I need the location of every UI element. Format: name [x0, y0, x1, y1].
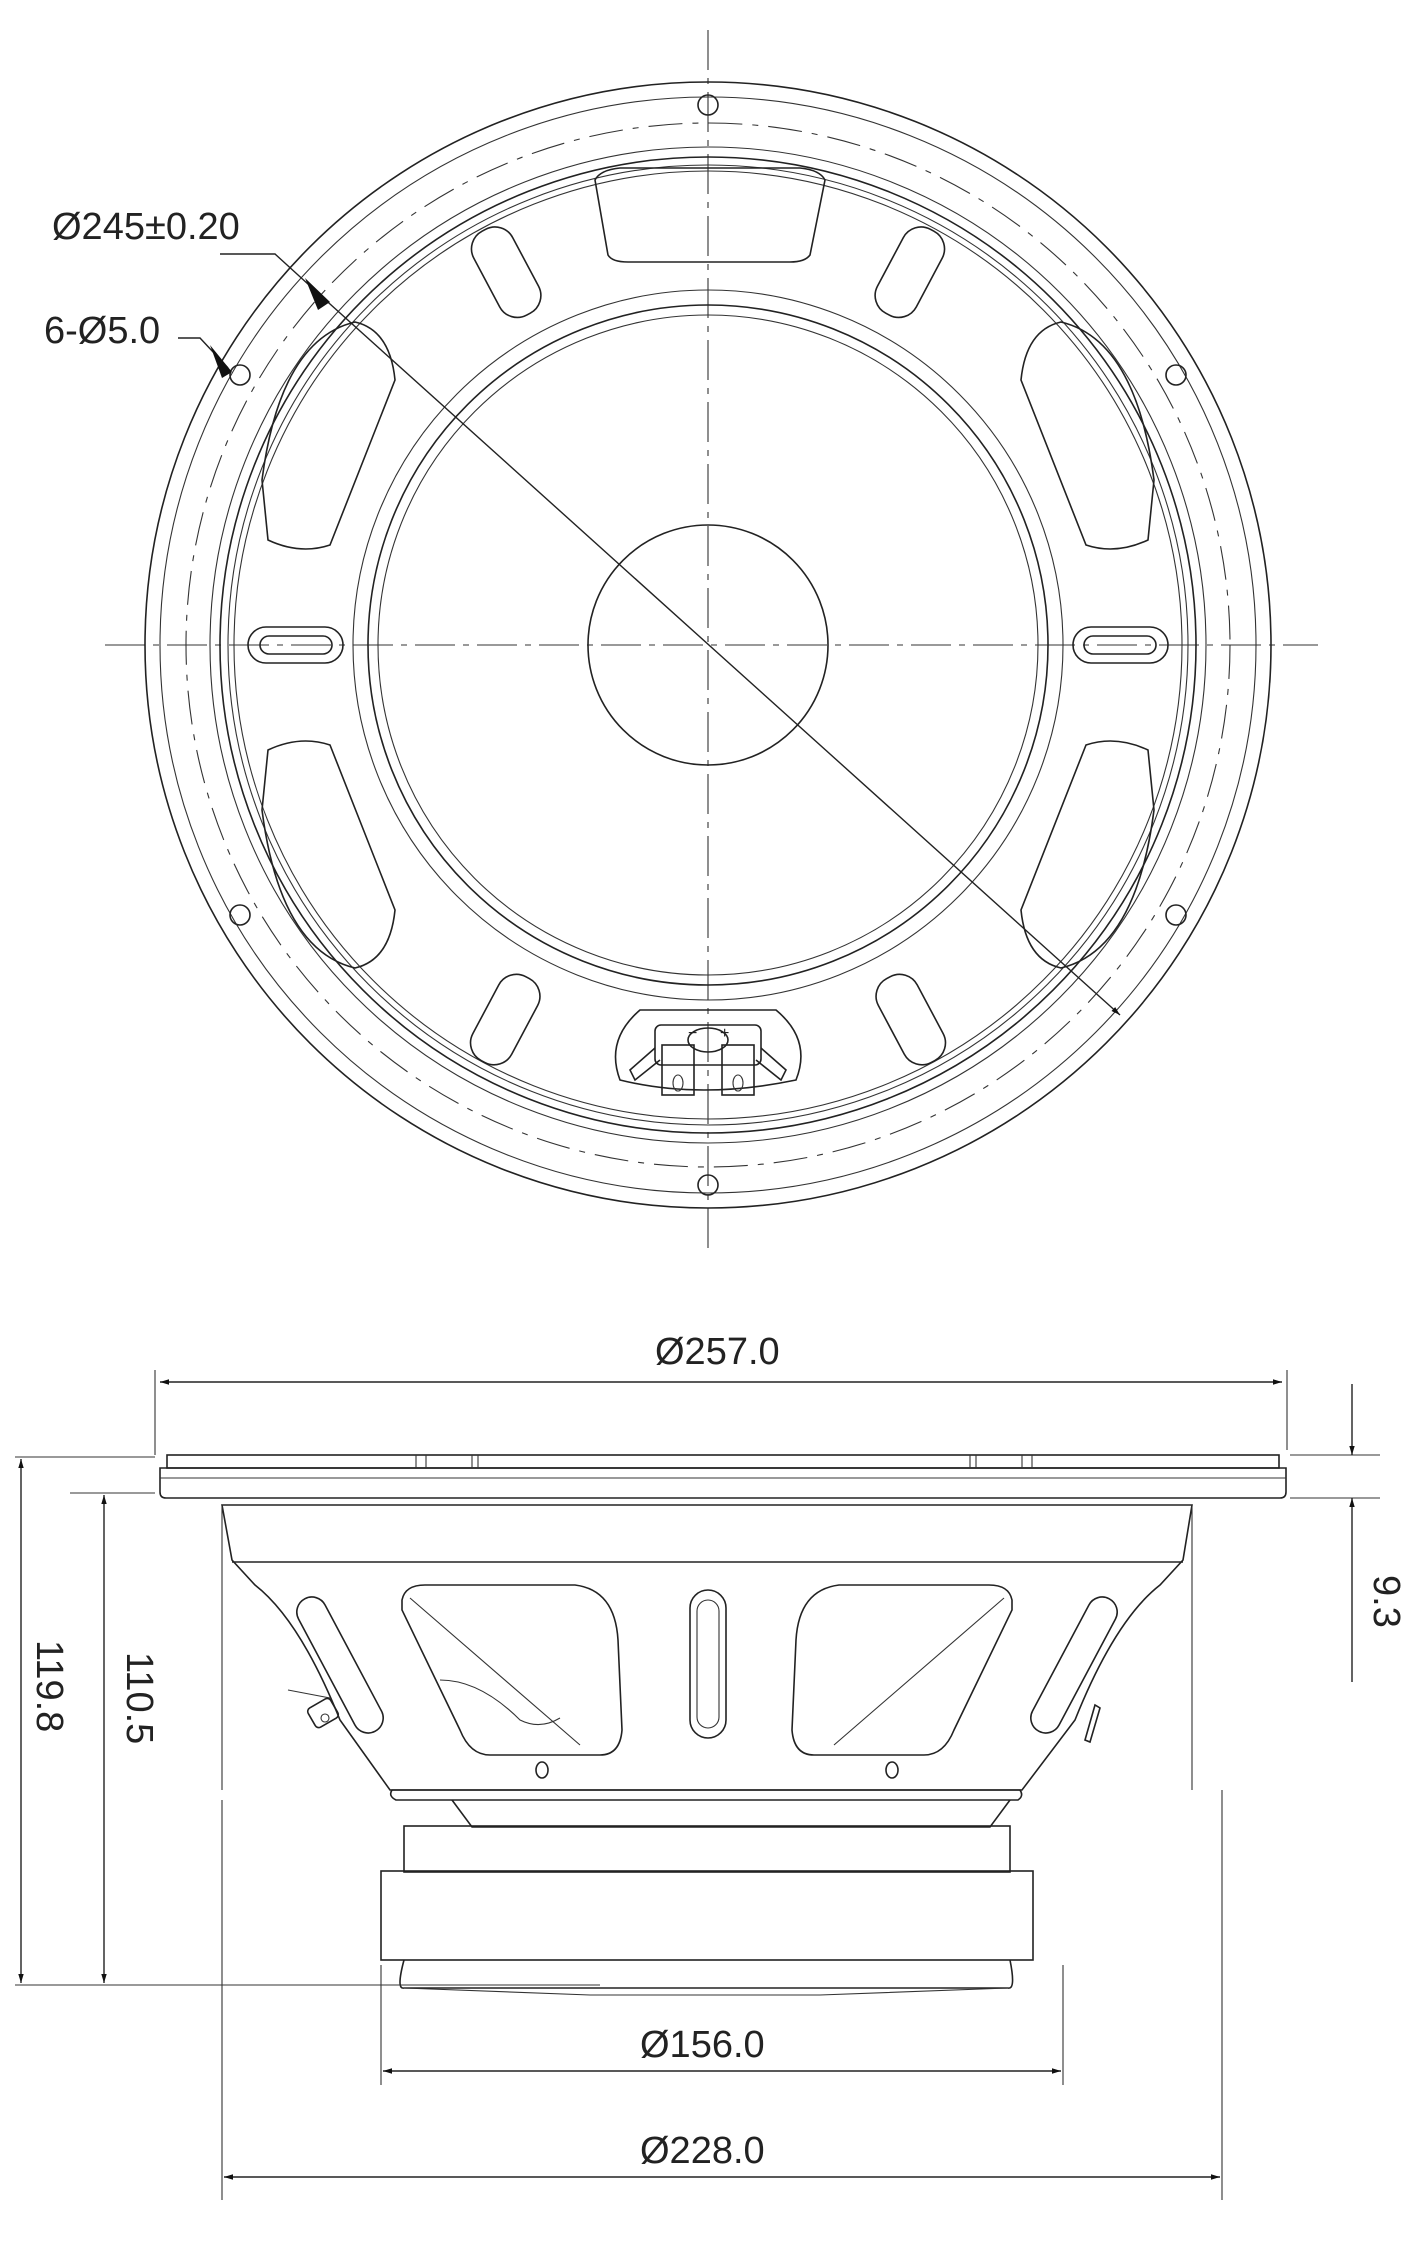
- mounting-circle-dimension: [178, 253, 1121, 1016]
- basket-slots: [247, 226, 1169, 1066]
- basket-windows: [261, 167, 1155, 1091]
- side-window-right: [791, 1584, 1013, 1756]
- terminal-block: [629, 1024, 787, 1096]
- basket-diameter-label: Ø228.0: [640, 2130, 765, 2172]
- side-view: [15, 1370, 1380, 2200]
- side-window-left: [401, 1584, 623, 1756]
- outer-diameter-dimension: [154, 1370, 1288, 1455]
- negative-terminal-mark: −: [688, 1025, 697, 1042]
- flange: [159, 1467, 1287, 1499]
- flange-thickness-label: 9.3: [1365, 1575, 1407, 1628]
- magnet-diameter-label: Ø156.0: [640, 2024, 765, 2066]
- back-plate: [399, 1959, 1014, 1989]
- side-slot-center: [689, 1589, 727, 1739]
- depth-dimensions: [15, 1456, 600, 1986]
- positive-terminal-mark: +: [720, 1025, 729, 1042]
- mounting-holes-label: 6-Ø5.0: [44, 310, 161, 352]
- pole-piece: [587, 524, 829, 766]
- basket-diameter-dimension: [221, 1790, 1223, 2200]
- screw-hole: [535, 1761, 549, 1779]
- screw-hole: [885, 1761, 899, 1779]
- rear-view: − +: [105, 30, 1318, 1255]
- outer-frame-ring: [144, 81, 1272, 1209]
- top-plate: [403, 1825, 1011, 1873]
- gasket-ring: [219, 156, 1197, 1134]
- overall-depth-label: 119.8: [28, 1640, 70, 1733]
- basket-body: [221, 1504, 1193, 1791]
- flange-top: [166, 1454, 1280, 1469]
- flange-thickness-dimension: [1290, 1384, 1380, 1682]
- mounting-holes: [229, 94, 1187, 1196]
- outer-diameter-label: Ø257.0: [655, 1331, 780, 1373]
- side-terminal: [287, 1689, 1101, 1744]
- mounting-circle-label: Ø245±0.20: [52, 206, 240, 248]
- mounting-hole-circle: [185, 122, 1231, 1168]
- magnet: [380, 1870, 1034, 1961]
- magnet-diameter-dimension: [380, 1965, 1064, 2085]
- mounting-depth-label: 110.5: [118, 1652, 160, 1745]
- magnet-ring: [367, 304, 1049, 986]
